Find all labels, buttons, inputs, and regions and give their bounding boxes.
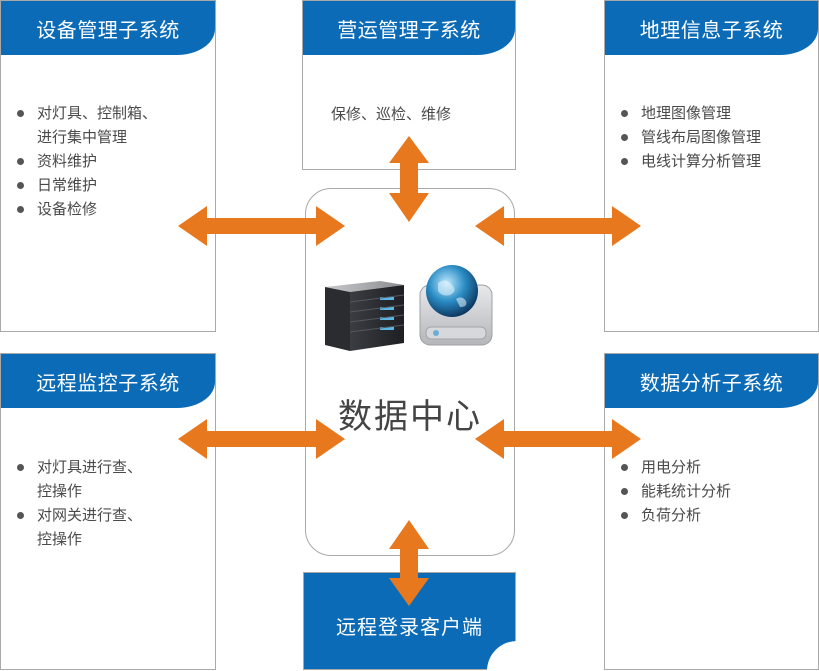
panel-gis: 地理信息子系统 地理图像管理 管线布局图像管理 电线计算分析管理 (604, 0, 819, 332)
panel-title: 远程监控子系统 (1, 354, 215, 408)
list-item: 对网关进行查、 控操作 (1, 503, 215, 551)
remote-login-client: 远程登录客户端 (303, 572, 517, 671)
item-list: 用电分析 能耗统计分析 负荷分析 (605, 455, 818, 527)
panel-operation-management: 营运管理子系统 保修、巡检、维修 (302, 0, 516, 170)
operation-text: 保修、巡检、维修 (331, 105, 452, 123)
list-item: 资料维护 (1, 149, 215, 173)
globe-drive-icon (419, 265, 493, 346)
item-list: 对灯具、控制箱、 进行集中管理 资料维护 日常维护 设备检修 (1, 101, 215, 221)
item-list: 对灯具进行查、 控操作 对网关进行查、 控操作 (1, 455, 215, 551)
panel-title: 数据分析子系统 (605, 354, 818, 408)
list-item: 负荷分析 (605, 503, 818, 527)
list-item: 设备检修 (1, 197, 215, 221)
list-item: 能耗统计分析 (605, 479, 818, 503)
list-item: 电线计算分析管理 (605, 149, 818, 173)
panel-data-analysis: 数据分析子系统 用电分析 能耗统计分析 负荷分析 (604, 353, 819, 670)
data-center-node: 数据中心 (305, 188, 515, 556)
data-center-title: 数据中心 (338, 397, 482, 437)
list-item: 对灯具进行查、 控操作 (1, 455, 215, 503)
server-icon (325, 281, 405, 351)
list-item: 对灯具、控制箱、 进行集中管理 (1, 101, 215, 149)
list-item: 管线布局图像管理 (605, 125, 818, 149)
panel-title: 设备管理子系统 (1, 1, 215, 55)
client-title: 远程登录客户端 (336, 615, 483, 639)
list-item: 地理图像管理 (605, 101, 818, 125)
list-item: 用电分析 (605, 455, 818, 479)
panel-title: 营运管理子系统 (303, 1, 515, 55)
item-list: 地理图像管理 管线布局图像管理 电线计算分析管理 (605, 101, 818, 173)
panel-remote-monitoring: 远程监控子系统 对灯具进行查、 控操作 对网关进行查、 控操作 (0, 353, 216, 670)
panel-device-management: 设备管理子系统 对灯具、控制箱、 进行集中管理 资料维护 日常维护 设备检修 (0, 0, 216, 332)
panel-title: 地理信息子系统 (605, 1, 818, 55)
list-item: 日常维护 (1, 173, 215, 197)
corner-curve (487, 641, 517, 671)
